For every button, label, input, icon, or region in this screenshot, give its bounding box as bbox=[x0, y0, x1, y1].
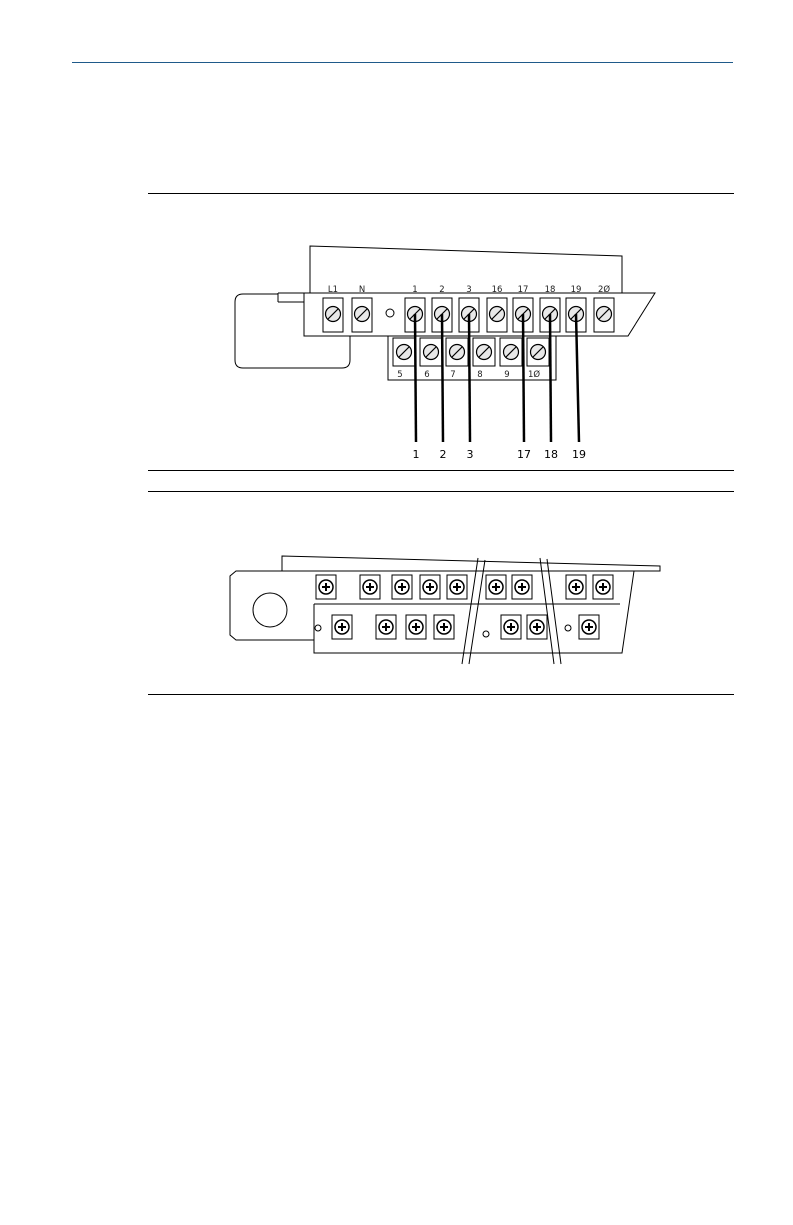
mount-hole-small bbox=[483, 631, 489, 637]
mount-hole-large bbox=[253, 593, 287, 627]
wire-callout-label: 3 bbox=[467, 448, 474, 461]
terminal-block-rear-view bbox=[0, 540, 793, 680]
terminal-label: 16 bbox=[492, 285, 503, 295]
cable-tie-right bbox=[540, 558, 561, 664]
wire-lead bbox=[576, 314, 579, 442]
terminal-label: 2 bbox=[439, 285, 444, 295]
terminal-label: 18 bbox=[545, 285, 556, 295]
terminal-label: 19 bbox=[571, 285, 582, 295]
terminal-label: 3 bbox=[466, 285, 471, 295]
figure-1-top-rule bbox=[148, 193, 734, 194]
figure-1-bottom-rule bbox=[148, 470, 734, 471]
mount-hole-small bbox=[565, 625, 571, 631]
mounting-tab bbox=[235, 294, 350, 368]
wire-callout-label: 19 bbox=[572, 448, 586, 461]
wire-lead bbox=[469, 314, 470, 442]
terminal-label: 7 bbox=[450, 370, 455, 380]
wire-callouts: 1 2 3 17 18 19 bbox=[413, 448, 587, 461]
terminal-label: 2Ø bbox=[598, 284, 610, 295]
header-rule bbox=[72, 62, 733, 63]
mount-hole bbox=[386, 309, 394, 317]
rear-bottom-screws bbox=[332, 615, 599, 639]
terminal-label: 1 bbox=[412, 285, 417, 295]
mount-hole-small bbox=[315, 625, 321, 631]
cable-tie-left bbox=[462, 558, 485, 664]
wire-leads bbox=[415, 314, 579, 442]
rear-top-screws bbox=[316, 575, 613, 599]
wire-lead bbox=[550, 314, 551, 442]
wire-lead bbox=[442, 314, 443, 442]
wire-callout-label: 2 bbox=[440, 448, 447, 461]
wire-lead bbox=[415, 314, 416, 442]
terminal-label: 1Ø bbox=[528, 369, 540, 380]
terminal-label: 8 bbox=[477, 370, 482, 380]
terminal-label: 17 bbox=[518, 285, 529, 295]
terminal-label: 6 bbox=[424, 370, 429, 380]
terminal-label: 9 bbox=[504, 370, 509, 380]
terminal-block-wiring-diagram: L1 N 1 2 3 16 17 18 19 2Ø 5 6 7 8 9 1Ø 1 2 3 17 18 19 bbox=[0, 230, 793, 470]
wire-callout-label: 17 bbox=[517, 448, 531, 461]
wire-callout-label: 1 bbox=[413, 448, 420, 461]
wire-callout-label: 18 bbox=[544, 448, 558, 461]
figure-2-bottom-rule bbox=[148, 694, 734, 695]
wire-lead bbox=[523, 314, 524, 442]
terminal-label: N bbox=[359, 285, 365, 295]
figure-2-top-rule bbox=[148, 491, 734, 492]
terminal-label: L1 bbox=[328, 285, 338, 295]
terminal-label: 5 bbox=[397, 370, 402, 380]
